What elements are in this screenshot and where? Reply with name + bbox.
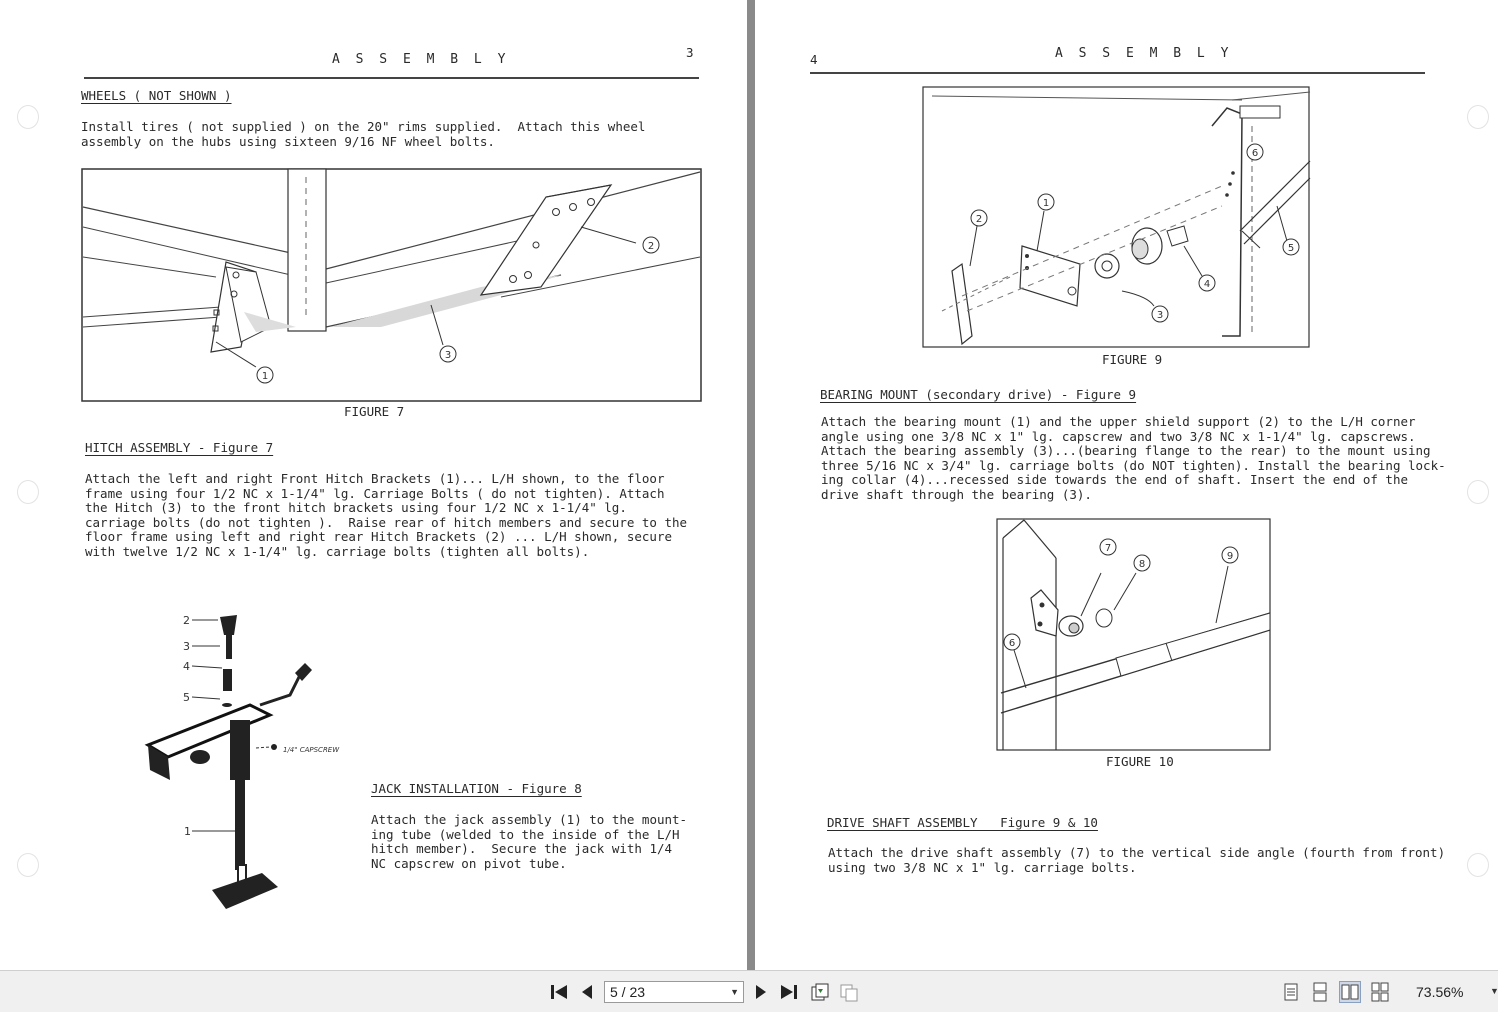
- punch-hole: [17, 853, 39, 877]
- figure-9-callout: 6: [1252, 148, 1258, 159]
- rotate-icon[interactable]: [809, 981, 831, 1003]
- page-3: A S S E M B L Y 3 WHEELS ( NOT SHOWN ) I…: [0, 0, 747, 970]
- page-indicator: 5 / 23: [610, 984, 646, 1000]
- figure-7-caption: FIGURE 7: [344, 404, 405, 419]
- figure-8-illustration: 2 3 4 5 1 1/4" CAPSCREW: [144, 614, 340, 909]
- header-rule: [810, 72, 1425, 74]
- jack-text: Attach the jack assembly (1) to the moun…: [371, 812, 688, 871]
- figure-8-label: 4: [183, 660, 190, 673]
- punch-hole: [17, 105, 39, 129]
- hitch-text: Attach the left and right Front Hitch Br…: [85, 471, 688, 559]
- page-header: A S S E M B L Y: [332, 52, 510, 67]
- figure-7-callout: 2: [648, 241, 654, 252]
- figure-8-label: 5: [183, 691, 190, 704]
- figure-7-callout: 3: [445, 350, 451, 361]
- figure-9-callout: 4: [1204, 279, 1210, 290]
- page-number-field[interactable]: 5 / 23 ▼: [604, 981, 744, 1003]
- viewer-toolbar: 5 / 23 ▼ 73.56% ▼: [0, 970, 1498, 1012]
- document-viewport[interactable]: A S S E M B L Y 3 WHEELS ( NOT SHOWN ) I…: [0, 0, 1498, 970]
- page-number: 3: [686, 45, 694, 60]
- figure-9-callout: 3: [1157, 310, 1163, 321]
- figure-9-illustration: 1 2 3 4 5 6: [922, 86, 1311, 348]
- figure-10-callout: 7: [1105, 543, 1111, 554]
- chevron-down-icon[interactable]: ▼: [730, 987, 739, 997]
- first-page-icon[interactable]: [548, 981, 570, 1003]
- figure-9-callout: 5: [1288, 243, 1294, 254]
- page-4: 4 A S S E M B L Y: [755, 0, 1498, 970]
- section-heading-hitch: HITCH ASSEMBLY - Figure 7: [85, 440, 274, 455]
- punch-hole: [17, 480, 39, 504]
- section-heading-jack: JACK INSTALLATION - Figure 8: [371, 781, 582, 796]
- figure-10-callout: 9: [1227, 551, 1233, 562]
- wheels-text: Install tires ( not supplied ) on the 20…: [81, 119, 646, 149]
- continuous-icon[interactable]: [1309, 981, 1331, 1003]
- next-page-icon[interactable]: [750, 981, 772, 1003]
- single-page-icon[interactable]: [1280, 981, 1302, 1003]
- drive-shaft-text: Attach the drive shaft assembly (7) to t…: [828, 845, 1446, 875]
- bearing-text: Attach the bearing mount (1) and the upp…: [821, 414, 1446, 502]
- page-number: 4: [810, 52, 818, 67]
- last-page-icon[interactable]: [778, 981, 800, 1003]
- figure-8-note: 1/4" CAPSCREW: [283, 746, 340, 754]
- figure-8-label: 3: [183, 640, 190, 653]
- figure-10-callout: 6: [1009, 638, 1015, 649]
- page-gutter: [747, 0, 755, 970]
- punch-hole: [1467, 480, 1489, 504]
- section-heading-wheels: WHEELS ( NOT SHOWN ): [81, 88, 232, 103]
- figure-7-illustration: 2 3 1: [81, 168, 702, 402]
- header-rule: [84, 77, 699, 79]
- figure-8-label: 1: [184, 825, 191, 838]
- figure-10-illustration: 7 8 9 6: [996, 518, 1271, 751]
- section-heading-drive-shaft: DRIVE SHAFT ASSEMBLY Figure 9 & 10: [827, 815, 1098, 830]
- figure-10-caption: FIGURE 10: [1106, 754, 1174, 769]
- zoom-level[interactable]: 73.56%: [1416, 984, 1464, 1000]
- figure-9-callout: 2: [976, 214, 982, 225]
- figure-7-callout: 1: [262, 371, 268, 382]
- figure-9-caption: FIGURE 9: [1102, 352, 1163, 367]
- chevron-down-icon[interactable]: ▼: [1490, 986, 1498, 996]
- facing-continuous-icon[interactable]: [1369, 981, 1391, 1003]
- section-heading-bearing: BEARING MOUNT (secondary drive) - Figure…: [820, 387, 1137, 402]
- punch-hole: [1467, 105, 1489, 129]
- figure-8-label: 2: [183, 614, 190, 627]
- prev-page-icon[interactable]: [576, 981, 598, 1003]
- punch-hole: [1467, 853, 1489, 877]
- figure-10-callout: 8: [1139, 559, 1145, 570]
- page-header: A S S E M B L Y: [1055, 46, 1233, 61]
- figure-9-callout: 1: [1043, 198, 1049, 209]
- facing-icon[interactable]: [1339, 981, 1361, 1003]
- compare-icon[interactable]: [838, 981, 860, 1003]
